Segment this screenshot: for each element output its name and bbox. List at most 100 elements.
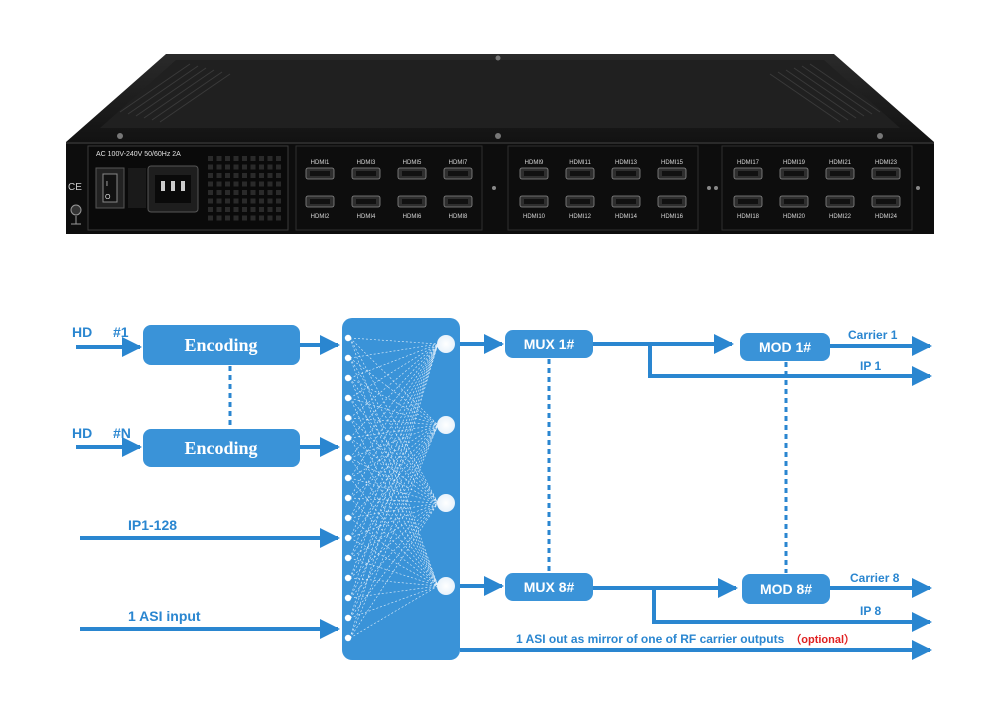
vent-hole	[259, 215, 264, 221]
encoding-box-n-label: Encoding	[184, 438, 257, 458]
vent-hole	[259, 207, 264, 212]
vent-hole	[259, 164, 264, 170]
mod-1-label: MOD 1#	[759, 339, 811, 355]
hdmi-port-hdmi12[interactable]: HDMI12	[565, 195, 595, 220]
hdmi-port-label: HDMI8	[449, 214, 468, 220]
vent-grid	[208, 156, 281, 221]
hdmi-connector-slot	[524, 199, 544, 204]
hdmi-port-label: HDMI6	[403, 214, 422, 220]
hdmi-port-hdmi21[interactable]: HDMI21	[825, 160, 855, 180]
vent-hole	[259, 198, 264, 204]
hdmi-port-hdmi2[interactable]: HDMI2	[305, 195, 335, 220]
hdmi-port-hdmi24[interactable]: HDMI24	[871, 195, 901, 220]
hdmi-port-hdmi3[interactable]: HDMI3	[351, 160, 381, 180]
hdmi-port-hdmi19[interactable]: HDMI19	[779, 160, 809, 180]
hdmi-port-label: HDMI1	[311, 160, 330, 166]
hdmi-port-hdmi22[interactable]: HDMI22	[825, 195, 855, 220]
vent-hole	[267, 198, 273, 204]
matrix-link	[349, 424, 439, 599]
matrix-link	[349, 502, 439, 519]
hdmi-connector-slot	[784, 171, 804, 176]
matrix-input-dot	[344, 354, 352, 362]
matrix-output-node-2	[437, 416, 455, 434]
vent-hole	[208, 173, 213, 178]
matrix-input-dot	[344, 494, 352, 502]
vent-hole	[242, 181, 247, 187]
hdmi-port-hdmi8[interactable]: HDMI8	[443, 195, 473, 220]
hdmi-port-hdmi1[interactable]: HDMI1	[305, 160, 335, 180]
hdmi-port-hdmi18[interactable]: HDMI18	[733, 195, 763, 220]
hdmi-port-hdmi16[interactable]: HDMI16	[657, 195, 687, 220]
hdmi-connector-slot	[738, 199, 758, 204]
svg-text:O: O	[105, 194, 111, 201]
vent-hole	[242, 164, 247, 170]
hdmi-connector-slot	[402, 199, 422, 204]
vent-hole	[250, 207, 256, 212]
hdmi-port-hdmi9[interactable]: HDMI9	[519, 160, 549, 180]
vent-hole	[250, 173, 256, 178]
hdmi-port-hdmi10[interactable]: HDMI10	[519, 195, 549, 220]
matrix-link	[349, 343, 439, 599]
vent-hole	[250, 190, 256, 195]
vent-hole	[233, 190, 239, 195]
hdmi-port-label: HDMI23	[875, 160, 898, 166]
matrix-link	[349, 502, 439, 579]
matrix-link	[349, 502, 439, 639]
vent-hole	[267, 190, 273, 195]
matrix-input-dot	[344, 574, 352, 582]
hdmi-port-label: HDMI7	[449, 160, 468, 166]
hdmi-port-hdmi13[interactable]: HDMI13	[611, 160, 641, 180]
hdmi-port-label: HDMI14	[615, 214, 638, 220]
matrix-link	[349, 537, 439, 587]
hdmi-port-hdmi14[interactable]: HDMI14	[611, 195, 641, 220]
vent-hole	[225, 190, 230, 195]
vent-hole	[267, 173, 273, 178]
hdmi-port-hdmi5[interactable]: HDMI5	[397, 160, 427, 180]
matrix-link	[349, 343, 439, 419]
input-hd1-prefix: HD	[72, 324, 92, 340]
vent-hole	[250, 215, 256, 221]
vent-hole	[233, 198, 239, 204]
hdmi-port-hdmi4[interactable]: HDMI4	[351, 195, 381, 220]
arrow-ip8-out	[652, 588, 932, 632]
svg-text:I: I	[106, 181, 108, 188]
vent-hole	[259, 173, 264, 178]
mux-8-box	[505, 573, 593, 601]
matrix-link	[349, 337, 439, 345]
hdmi-connector-slot	[830, 199, 850, 204]
matrix-link	[349, 585, 439, 599]
matrix-link	[349, 343, 439, 479]
matrix-link	[349, 337, 439, 426]
matrix-input-dot	[344, 554, 352, 562]
vent-hole	[233, 173, 239, 178]
matrix-input-dot	[344, 434, 352, 442]
hdmi-port-hdmi15[interactable]: HDMI15	[657, 160, 687, 180]
hdmi-port-hdmi23[interactable]: HDMI23	[871, 160, 901, 180]
hdmi-port-hdmi20[interactable]: HDMI20	[779, 195, 809, 220]
matrix-link	[349, 343, 439, 459]
vent-hole	[216, 207, 222, 212]
hdmi-connector-slot	[616, 171, 636, 176]
arrow-ip1-out	[648, 344, 932, 386]
hdmi-port-hdmi6[interactable]: HDMI6	[397, 195, 427, 220]
hdmi-port-hdmi17[interactable]: HDMI17	[733, 160, 763, 180]
matrix-input-dot	[344, 594, 352, 602]
hdmi-connector-slot	[402, 171, 422, 176]
hdmi-port-hdmi7[interactable]: HDMI7	[443, 160, 473, 180]
matrix-link	[349, 424, 439, 559]
output-ip-8: IP 8	[860, 604, 881, 618]
vent-hole	[233, 156, 239, 161]
vent-hole	[242, 207, 247, 212]
output-asi-mirror: 1 ASI out as mirror of one of RF carrier…	[516, 632, 855, 646]
block-diagram: HD #1 HD #N IP1-128 1 ASI input Encoding…	[72, 318, 932, 660]
input-ip-label: IP1-128	[128, 517, 177, 533]
matrix-link	[349, 377, 439, 587]
vent-hole	[208, 156, 213, 161]
vent-hole	[276, 173, 281, 178]
matrix-fanout	[349, 337, 439, 639]
vent-hole	[225, 207, 230, 212]
hdmi-port-label: HDMI9	[525, 160, 544, 166]
hdmi-connector-slot	[448, 171, 468, 176]
hdmi-connector-slot	[876, 171, 896, 176]
hdmi-port-hdmi11[interactable]: HDMI11	[565, 160, 595, 180]
